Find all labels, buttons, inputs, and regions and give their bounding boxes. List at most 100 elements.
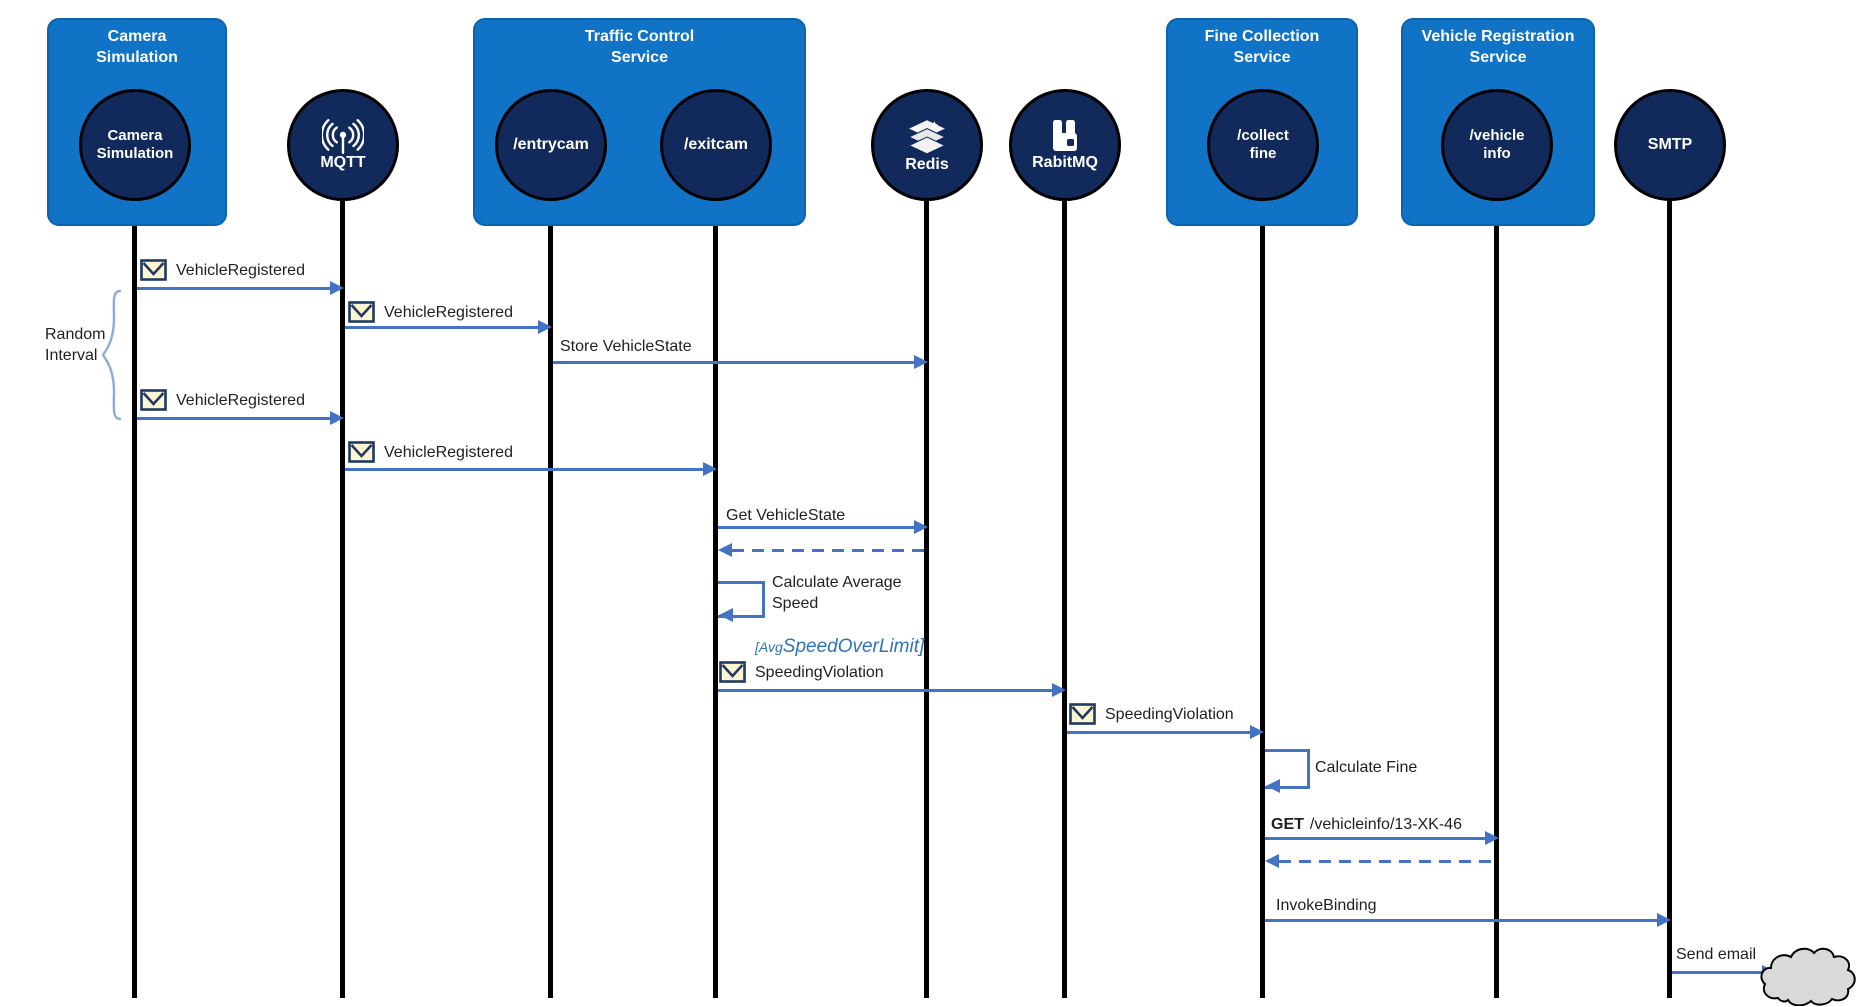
participant-label: /exitcam bbox=[683, 136, 749, 153]
participant-label: Redis bbox=[905, 156, 949, 173]
message-arrow bbox=[137, 417, 330, 420]
participant-box-title: Traffic Control Service bbox=[584, 28, 695, 66]
message-arrow bbox=[1265, 919, 1657, 922]
return-arrow-dashed bbox=[732, 549, 924, 552]
message-text: VehicleRegistered bbox=[384, 443, 513, 461]
message-arrow bbox=[345, 326, 538, 329]
message-arrow bbox=[718, 689, 1052, 692]
message-arrow bbox=[718, 526, 914, 529]
message-label: SpeedingViolation bbox=[1069, 703, 1234, 725]
participant-collectfine: /collect fine bbox=[1207, 89, 1319, 201]
lifeline-exitcam bbox=[713, 150, 718, 998]
guard-condition: [AvgSpeedOverLimit] bbox=[755, 636, 924, 658]
message-label: InvokeBinding bbox=[1276, 895, 1377, 916]
participant-label: MQTT bbox=[320, 154, 366, 171]
envelope-icon bbox=[140, 389, 167, 411]
message-text: SpeedingViolation bbox=[1105, 705, 1234, 723]
participant-mqtt: MQTT bbox=[287, 89, 399, 201]
self-loop-arrow bbox=[718, 581, 765, 618]
message-label: VehicleRegistered bbox=[348, 301, 513, 323]
cloud-icon bbox=[1758, 942, 1860, 1006]
arrowhead-icon bbox=[1265, 854, 1279, 868]
lifeline-redis bbox=[924, 150, 929, 998]
envelope-icon bbox=[348, 301, 375, 323]
participant-vehicleinfo: /vehicle info bbox=[1441, 89, 1553, 201]
arrowhead-icon bbox=[1250, 725, 1264, 739]
message-text: InvokeBinding bbox=[1276, 897, 1377, 914]
message-label: VehicleRegistered bbox=[348, 441, 513, 463]
message-label: VehicleRegistered bbox=[140, 389, 305, 411]
lifeline-camera-simulation bbox=[132, 150, 137, 998]
participant-label: /entrycam bbox=[513, 136, 589, 153]
envelope-icon bbox=[1069, 703, 1096, 725]
broadcast-antenna-icon bbox=[322, 118, 364, 154]
message-label: Store VehicleState bbox=[560, 336, 692, 357]
arrowhead-icon bbox=[1266, 779, 1280, 793]
message-label: Calculate Fine bbox=[1315, 757, 1417, 778]
participant-label: /vehicle info bbox=[1469, 127, 1525, 162]
participant-label: RabitMQ bbox=[1032, 154, 1098, 171]
message-label: Get VehicleState bbox=[726, 505, 845, 526]
arrowhead-icon bbox=[703, 462, 717, 476]
guard-prefix: [Avg bbox=[755, 639, 783, 655]
message-arrow bbox=[345, 468, 703, 471]
arrowhead-icon bbox=[718, 543, 732, 557]
message-arrow bbox=[137, 287, 330, 290]
participant-camera-simulation: Camera Simulation bbox=[79, 89, 191, 201]
arrowhead-icon bbox=[330, 281, 344, 295]
message-text: Store VehicleState bbox=[560, 338, 692, 355]
message-arrow bbox=[1265, 837, 1485, 840]
lifeline-mqtt bbox=[340, 150, 345, 998]
participant-label: Camera Simulation bbox=[96, 127, 174, 162]
message-text: Calculate Fine bbox=[1315, 759, 1418, 776]
participant-label: SMTP bbox=[1647, 136, 1693, 153]
lifeline-rabitmq bbox=[1062, 150, 1067, 998]
envelope-icon bbox=[348, 441, 375, 463]
participant-exitcam: /exitcam bbox=[660, 89, 772, 201]
curly-brace-icon bbox=[100, 288, 124, 422]
self-loop-arrow bbox=[1265, 749, 1310, 789]
participant-entrycam: /entrycam bbox=[495, 89, 607, 201]
rabbitmq-icon bbox=[1047, 118, 1083, 154]
message-text: VehicleRegistered bbox=[176, 391, 305, 409]
http-method-text: GET bbox=[1271, 816, 1304, 833]
return-arrow-dashed bbox=[1279, 860, 1491, 863]
envelope-icon bbox=[719, 661, 746, 683]
arrowhead-icon bbox=[330, 411, 344, 425]
envelope-icon bbox=[140, 259, 167, 281]
arrowhead-icon bbox=[719, 608, 733, 622]
message-text: /vehicleinfo/13-XK-46 bbox=[1309, 816, 1462, 833]
lifeline-vehicleinfo bbox=[1494, 150, 1499, 998]
message-label: VehicleRegistered bbox=[140, 259, 305, 281]
message-text: VehicleRegistered bbox=[384, 303, 513, 321]
message-label: Send email bbox=[1676, 944, 1756, 965]
lifeline-collectfine bbox=[1260, 150, 1265, 998]
participant-box-title: Fine Collection Service bbox=[1204, 28, 1320, 66]
participant-rabitmq: RabitMQ bbox=[1009, 89, 1121, 201]
participant-box-title: Camera Simulation bbox=[96, 28, 178, 66]
random-interval-note: Random Interval bbox=[45, 326, 106, 364]
arrowhead-icon bbox=[1052, 683, 1066, 697]
redis-stack-icon bbox=[904, 116, 950, 156]
message-label: Calculate Average Speed bbox=[772, 572, 902, 614]
message-text: Send email bbox=[1676, 946, 1757, 963]
participant-box-title: Vehicle Registration Service bbox=[1421, 28, 1575, 66]
lifeline-entrycam bbox=[548, 150, 553, 998]
message-text: Calculate Average Speed bbox=[772, 574, 902, 612]
message-arrow bbox=[1067, 731, 1250, 734]
participant-redis: Redis bbox=[871, 89, 983, 201]
message-text: VehicleRegistered bbox=[176, 261, 305, 279]
message-arrow bbox=[553, 361, 914, 364]
message-label: GET /vehicleinfo/13-XK-46 bbox=[1271, 814, 1462, 835]
arrowhead-icon bbox=[1485, 831, 1499, 845]
message-label: SpeedingViolation bbox=[719, 661, 884, 683]
lifeline-smtp bbox=[1667, 150, 1672, 998]
arrowhead-icon bbox=[1657, 913, 1671, 927]
message-text: Get VehicleState bbox=[726, 507, 846, 524]
message-text: SpeedingViolation bbox=[755, 663, 884, 681]
participant-smtp: SMTP bbox=[1614, 89, 1726, 201]
arrowhead-icon bbox=[914, 520, 928, 534]
guard-main: SpeedOverLimit] bbox=[782, 636, 925, 657]
participant-label: /collect fine bbox=[1237, 127, 1289, 162]
